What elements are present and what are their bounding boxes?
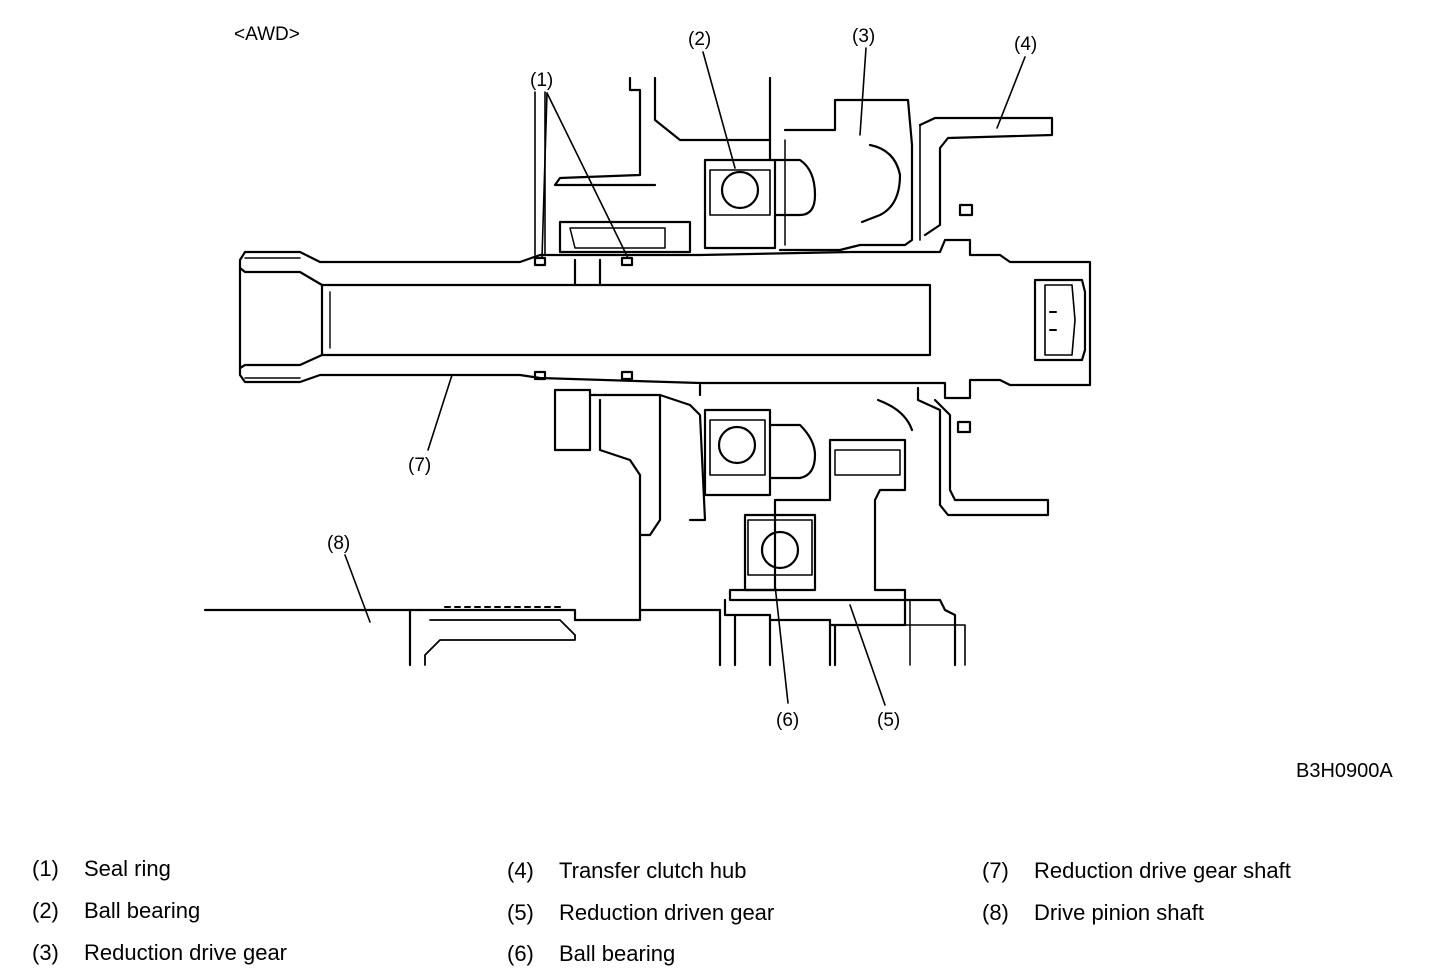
legend-item: (7) Reduction drive gear shaft (982, 858, 1291, 884)
legend-number: (3) (32, 940, 59, 965)
cross-section-drawing (203, 47, 1092, 706)
callout-1: (1) (530, 70, 554, 91)
leader-lines (344, 47, 1026, 706)
legend-label: Reduction drive gear (84, 940, 288, 965)
legend-label: Transfer clutch hub (559, 858, 747, 883)
reduction-driven-gear (728, 398, 914, 602)
callout-3: (3) (852, 26, 876, 47)
lower-base (638, 533, 966, 667)
legend-number: (8) (982, 900, 1009, 925)
legend-label: Reduction driven gear (559, 900, 775, 925)
callout-6: (6) (776, 710, 800, 731)
legend-item: (3) Reduction drive gear (32, 940, 287, 966)
upper-housing (534, 76, 772, 256)
legend-item: (4) Transfer clutch hub (507, 858, 747, 884)
lower-housing (553, 383, 707, 537)
variant-label: <AWD> (234, 24, 300, 45)
legend-number: (7) (982, 858, 1009, 883)
transfer-clutch-hub (916, 116, 1054, 517)
callout-4: (4) (1014, 34, 1038, 55)
lower-shaft-ball-bearing (703, 408, 817, 497)
callout-2: (2) (688, 29, 712, 50)
callout-8: (8) (327, 533, 351, 554)
legend-label: Seal ring (84, 856, 171, 881)
figure-code: B3H0900A (1296, 760, 1393, 782)
legend-label: Ball bearing (84, 898, 201, 923)
legend-label: Ball bearing (559, 941, 676, 966)
reduction-drive-gear-shaft (238, 238, 1092, 400)
legend-number: (2) (32, 898, 59, 923)
callout-7: (7) (408, 455, 432, 476)
legend-item: (1) Seal ring (32, 856, 171, 882)
lower-ball-bearing (743, 513, 817, 592)
legend-item: (6) Ball bearing (507, 941, 675, 967)
legend-item: (5) Reduction driven gear (507, 900, 774, 926)
legend-number: (5) (507, 900, 534, 925)
legend-number: (6) (507, 941, 534, 966)
legend-number: (4) (507, 858, 534, 883)
legend-label: Reduction drive gear shaft (1034, 858, 1291, 883)
drive-pinion-shaft (203, 606, 642, 667)
legend-number: (1) (32, 856, 59, 881)
legend-label: Drive pinion shaft (1034, 900, 1204, 925)
legend-item: (8) Drive pinion shaft (982, 900, 1204, 926)
upper-ball-bearing (703, 158, 817, 250)
legend-item: (2) Ball bearing (32, 898, 200, 924)
reduction-drive-gear (778, 98, 914, 252)
callout-5: (5) (877, 710, 901, 731)
